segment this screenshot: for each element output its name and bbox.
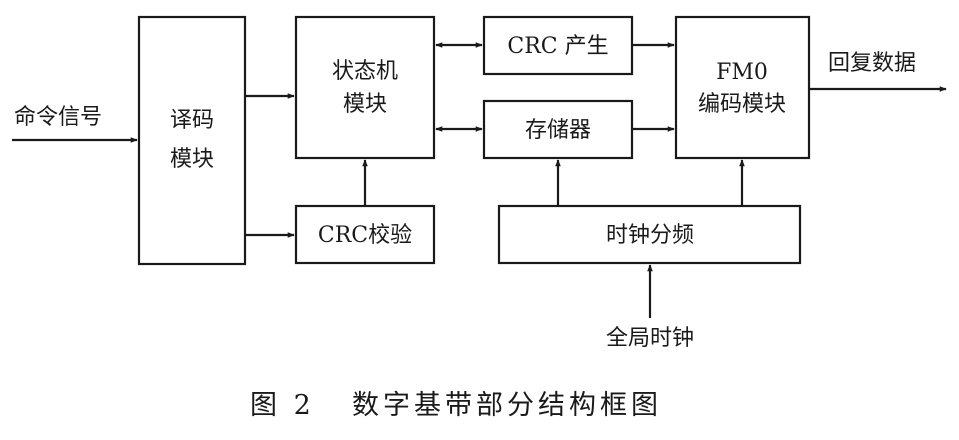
- crc-check-block: CRC校验: [294, 204, 436, 265]
- decode-block-label-line2: 模块: [170, 147, 214, 172]
- clock-divider-block: 时钟分频: [497, 204, 802, 265]
- state-machine-block: 状态机 模块: [294, 15, 436, 160]
- figure-caption: 数字基带部分结构框图: [352, 390, 662, 421]
- crc-generate-label: CRC 产生: [507, 34, 608, 59]
- reply-data-label: 回复数据: [828, 51, 916, 76]
- figure-number: 图 2: [250, 390, 315, 421]
- crc-generate-block: CRC 产生: [482, 15, 634, 76]
- crc-check-label: CRC校验: [318, 223, 412, 248]
- state-machine-label-line1: 状态机: [332, 59, 398, 84]
- fm0-label-line1: FM0: [716, 60, 768, 85]
- decode-block: 译码 模块: [137, 15, 247, 266]
- global-clock-label: 全局时钟: [606, 326, 694, 351]
- memory-label: 存储器: [525, 118, 591, 143]
- clock-divider-label: 时钟分频: [606, 223, 694, 248]
- fm0-label-line2: 编码模块: [698, 92, 786, 117]
- fm0-encoder-block: FM0 编码模块: [674, 15, 811, 160]
- command-signal-label: 命令信号: [14, 105, 102, 130]
- memory-block: 存储器: [482, 99, 634, 160]
- decode-block-label-line1: 译码: [170, 108, 214, 133]
- state-machine-label-line2: 模块: [343, 92, 387, 117]
